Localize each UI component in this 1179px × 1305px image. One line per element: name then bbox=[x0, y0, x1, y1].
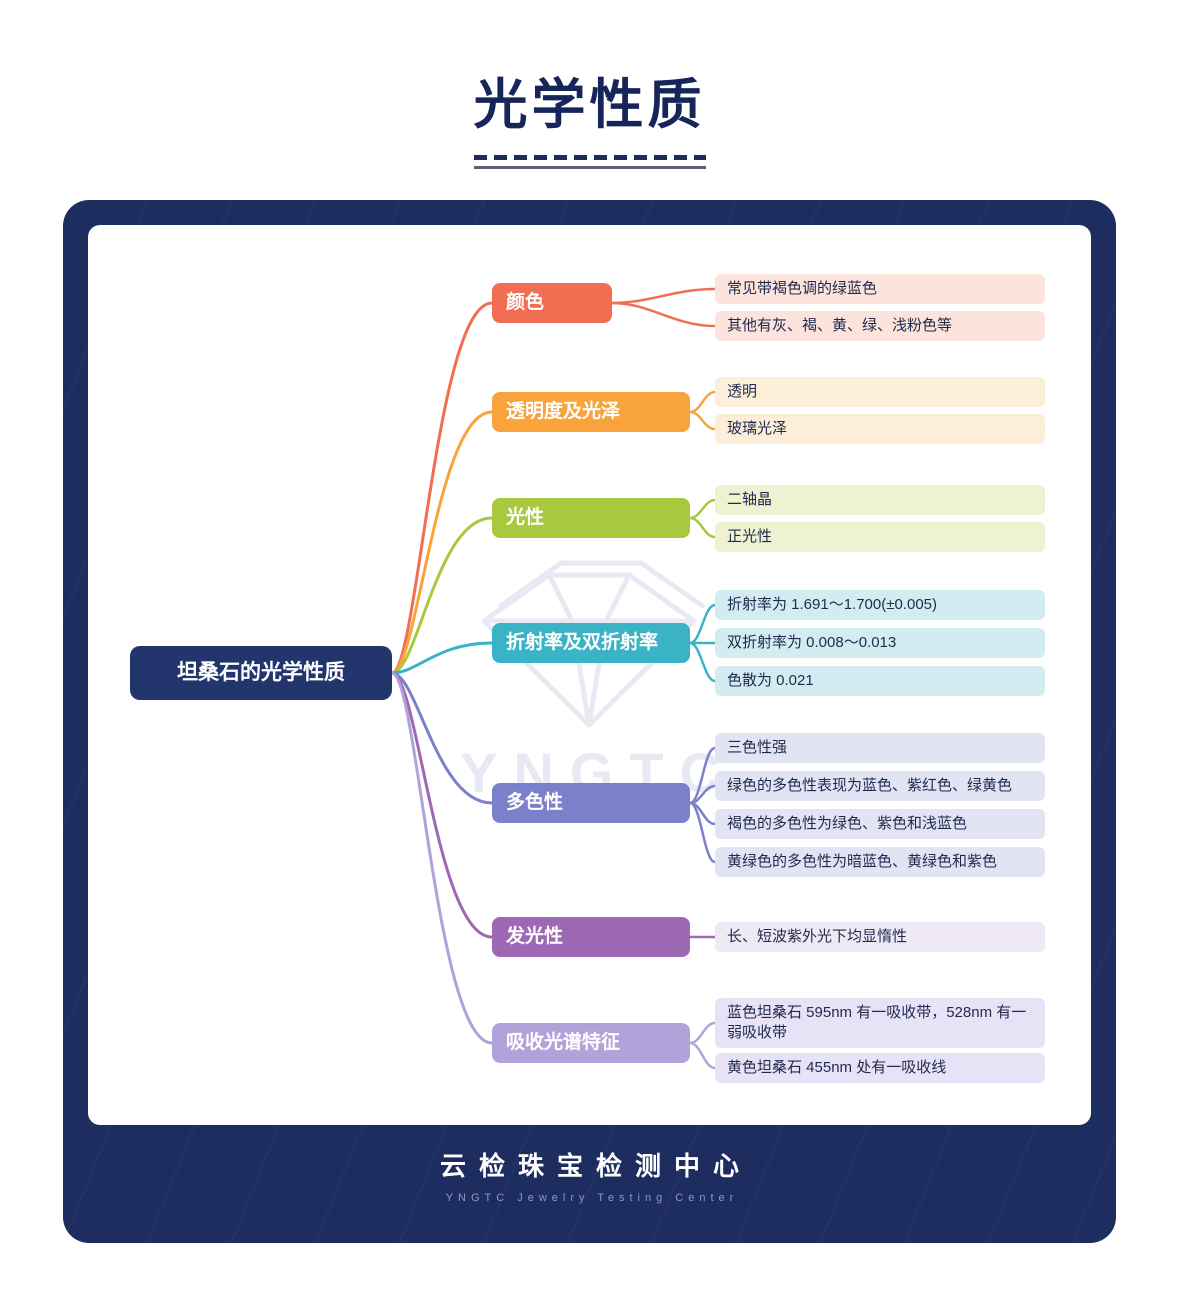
branch-node-refractive-index[interactable]: 折射率及双折射率 bbox=[492, 623, 690, 663]
leaf-node[interactable]: 黄色坦桑石 455nm 处有一吸收线 bbox=[715, 1053, 1045, 1083]
branch-3-connectors bbox=[390, 603, 717, 683]
branch-4-connectors bbox=[390, 671, 717, 864]
page-title: 光学性质 bbox=[473, 75, 706, 135]
mindmap-canvas: YNGTC bbox=[88, 225, 1091, 1125]
leaf-node[interactable]: 透明 bbox=[715, 377, 1045, 407]
dashed-line bbox=[473, 155, 706, 160]
branch-0-connectors bbox=[390, 287, 717, 675]
branch-1-connectors bbox=[390, 390, 717, 675]
leaf-node[interactable]: 褐色的多色性为绿色、紫色和浅蓝色 bbox=[715, 809, 1045, 839]
connector-lines bbox=[390, 287, 717, 1070]
poster-frame: YNGTC bbox=[63, 200, 1116, 1243]
leaf-node[interactable]: 长、短波紫外光下均显惰性 bbox=[715, 922, 1045, 952]
solid-line bbox=[473, 166, 706, 169]
leaf-node[interactable]: 色散为 0.021 bbox=[715, 666, 1045, 696]
branch-5-connectors bbox=[390, 671, 717, 939]
branch-node-optic-character[interactable]: 光性 bbox=[492, 498, 690, 538]
leaf-node[interactable]: 黄绿色的多色性为暗蓝色、黄绿色和紫色 bbox=[715, 847, 1045, 877]
leaf-node[interactable]: 三色性强 bbox=[715, 733, 1045, 763]
leaf-node[interactable]: 折射率为 1.691～1.700(±0.005) bbox=[715, 590, 1045, 620]
leaf-node[interactable]: 双折射率为 0.008～0.013 bbox=[715, 628, 1045, 658]
branch-node-transparency-luster[interactable]: 透明度及光泽 bbox=[492, 392, 690, 432]
footer-subtitle: YNGTC Jewelry Testing Center bbox=[445, 1192, 739, 1204]
branch-node-pleochroism[interactable]: 多色性 bbox=[492, 783, 690, 823]
leaf-node[interactable]: 玻璃光泽 bbox=[715, 414, 1045, 444]
leaf-node[interactable]: 其他有灰、褐、黄、绿、浅粉色等 bbox=[715, 311, 1045, 341]
title-underline bbox=[473, 155, 706, 169]
footer-title: 云检珠宝检测中心 bbox=[439, 1151, 752, 1181]
leaf-node[interactable]: 正光性 bbox=[715, 522, 1045, 552]
branch-node-absorption-spectrum[interactable]: 吸收光谱特征 bbox=[492, 1023, 690, 1063]
branch-node-luminescence[interactable]: 发光性 bbox=[492, 917, 690, 957]
leaf-node[interactable]: 蓝色坦桑石 595nm 有一吸收带，528nm 有一弱吸收带 bbox=[715, 998, 1045, 1048]
branch-2-connectors bbox=[390, 498, 717, 675]
branch-node-color[interactable]: 颜色 bbox=[492, 283, 612, 323]
root-node[interactable]: 坦桑石的光学性质 bbox=[130, 646, 392, 700]
branch-6-connectors bbox=[390, 671, 717, 1070]
page-header: 光学性质 bbox=[0, 60, 1179, 169]
leaf-node[interactable]: 二轴晶 bbox=[715, 485, 1045, 515]
footer: 云检珠宝检测中心 YNGTC Jewelry Testing Center bbox=[63, 1146, 1116, 1204]
leaf-node[interactable]: 绿色的多色性表现为蓝色、紫红色、绿黄色 bbox=[715, 771, 1045, 801]
leaf-node[interactable]: 常见带褐色调的绿蓝色 bbox=[715, 274, 1045, 304]
